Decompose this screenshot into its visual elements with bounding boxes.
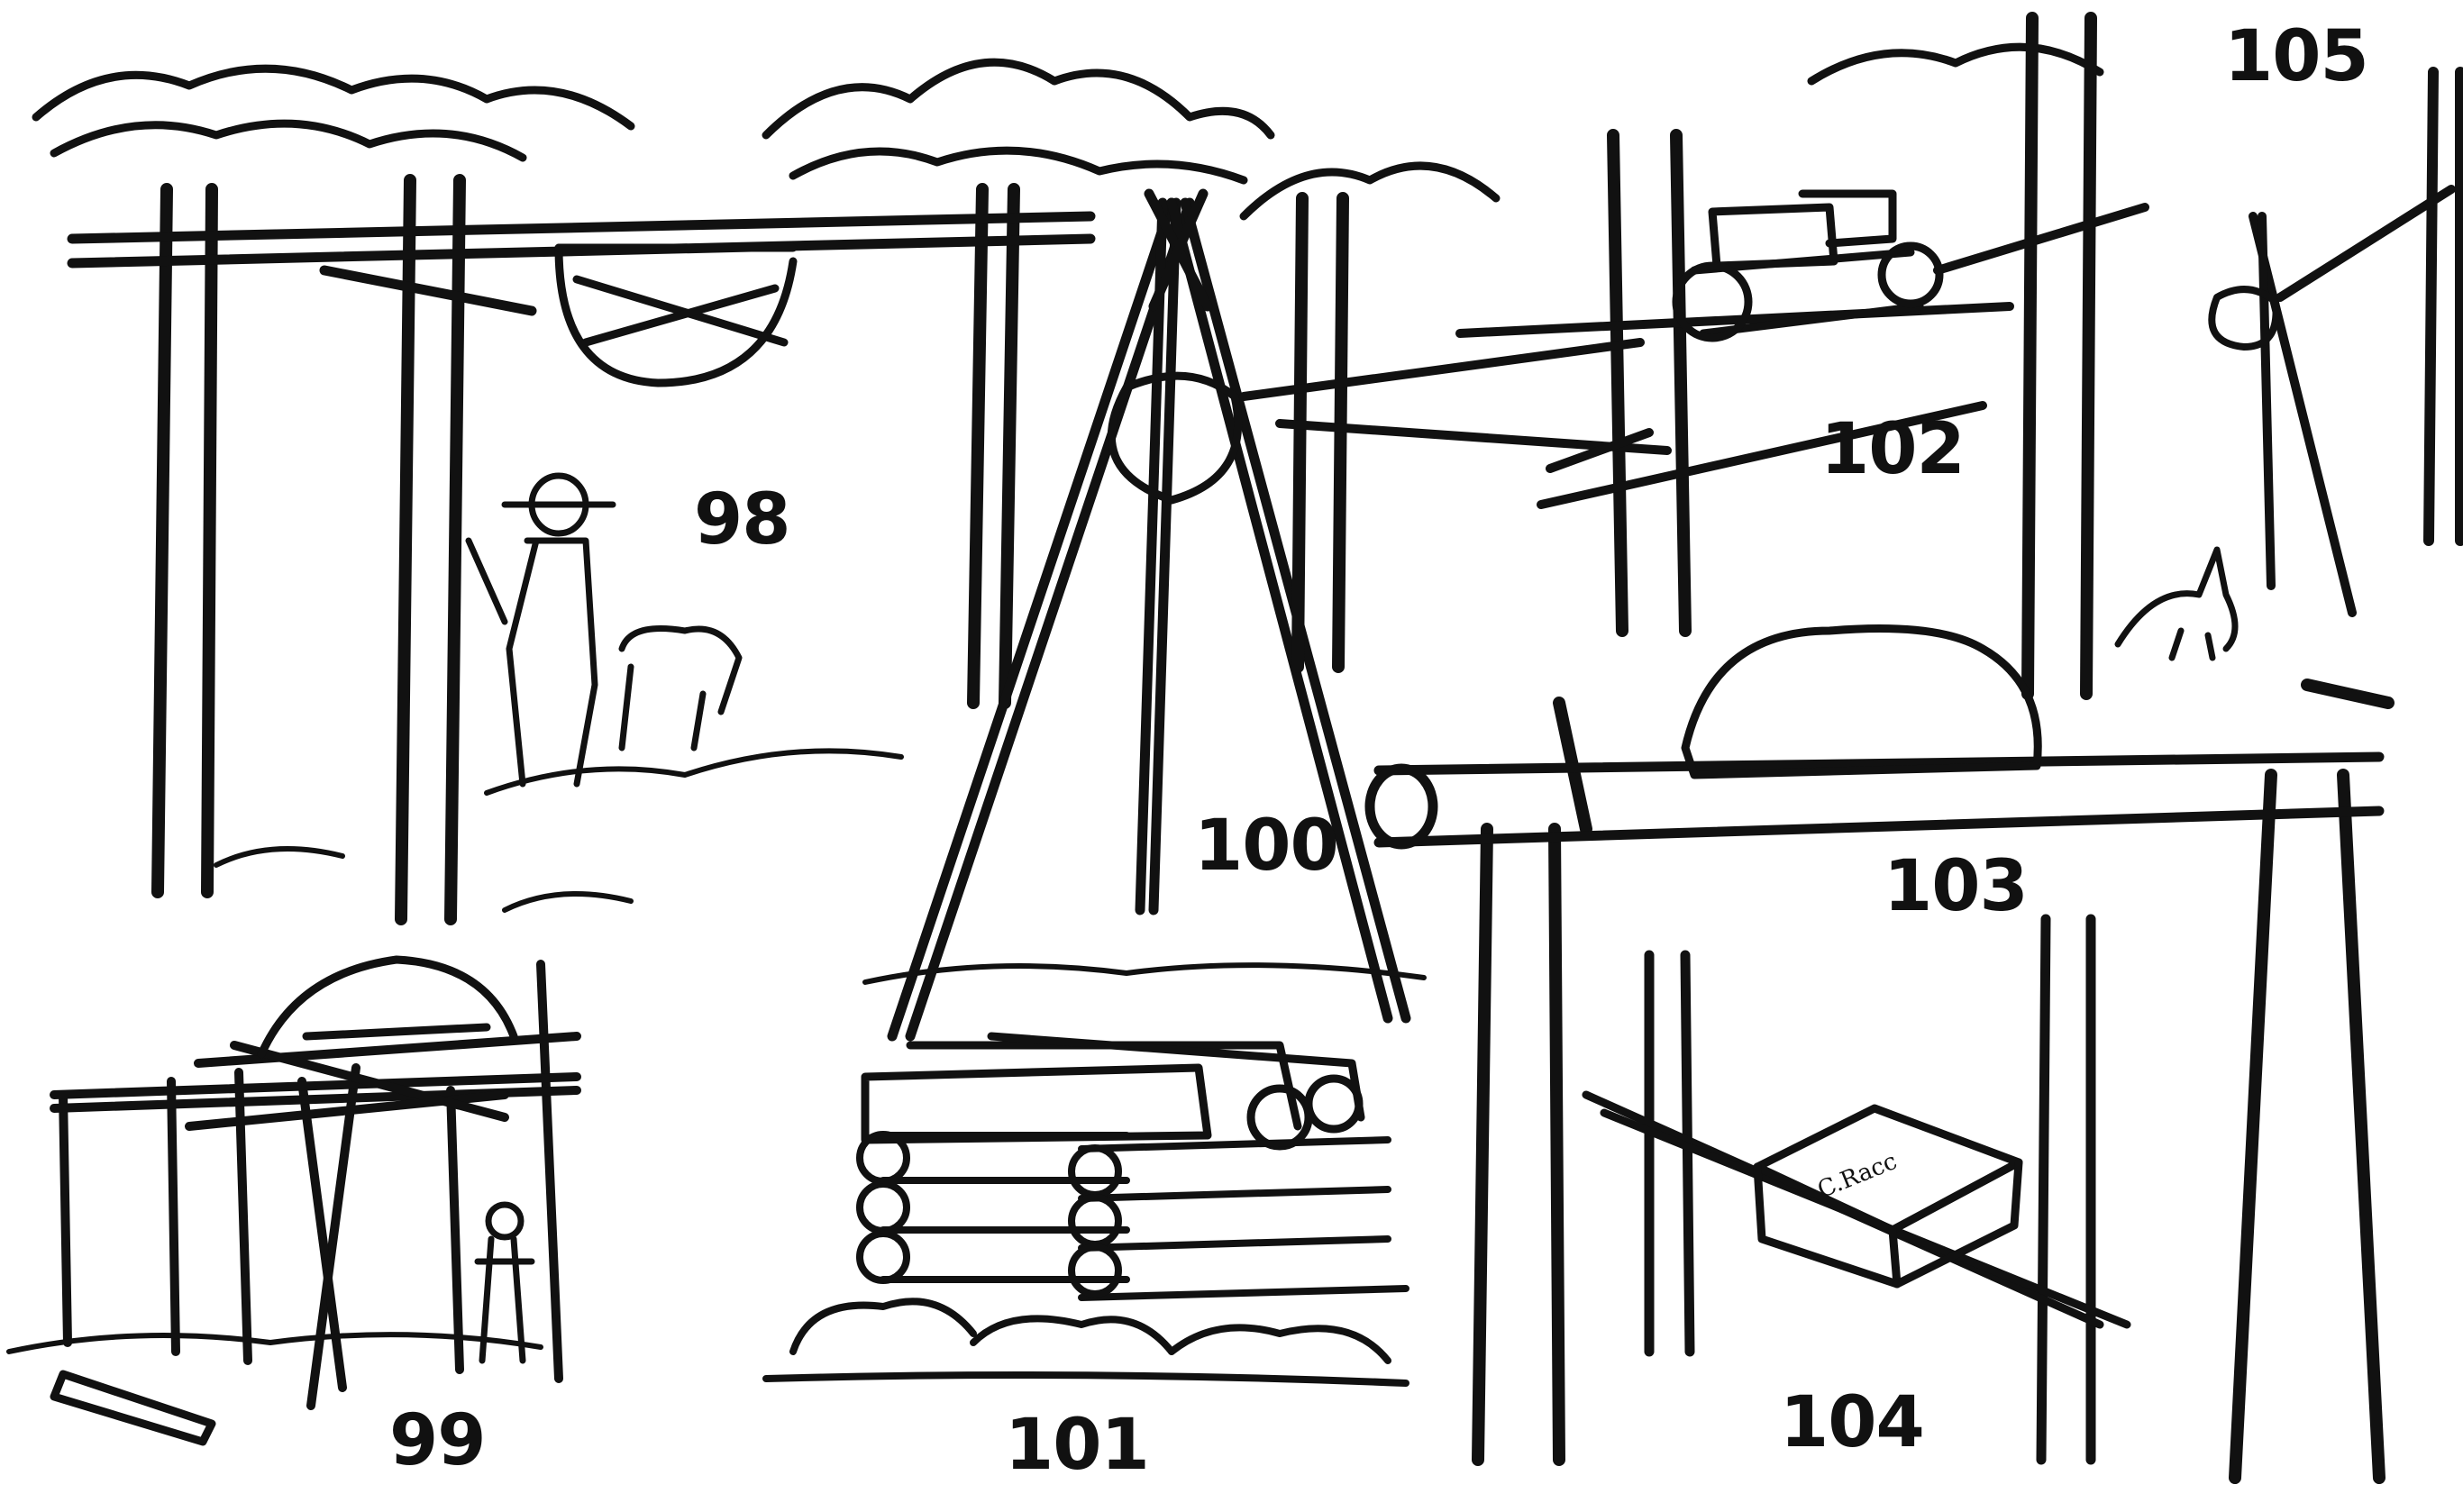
foundation-rocks	[762, 1298, 1409, 1387]
figure-98-cache-crossbar	[32, 58, 1275, 925]
covered-load	[257, 955, 518, 1059]
hide-bundle	[1681, 624, 2042, 779]
ground-grass	[214, 748, 904, 913]
fallen-log	[50, 1370, 216, 1446]
figure-105-cache-leaning-pole	[2114, 67, 2463, 661]
hanging-sack	[1107, 371, 1243, 505]
platform-deck	[50, 1032, 581, 1131]
figure-101-cache-log-crib	[762, 1032, 1409, 1387]
figure-104-cache-tree-box	[1582, 914, 2131, 1465]
top-logs	[861, 1032, 1365, 1151]
small-person	[474, 1201, 535, 1364]
tree-foliage	[32, 58, 1275, 185]
crossbar-log	[1364, 751, 2385, 850]
figure-102-cache-high-platform	[1239, 12, 2149, 700]
woodsman-figure	[465, 472, 616, 788]
hanging-food-bag	[554, 243, 798, 387]
figure-label-99: 99	[389, 1400, 487, 1481]
crib-logs	[856, 1131, 1409, 1301]
platform-poles	[59, 960, 563, 1410]
stacked-boxes	[1672, 189, 1944, 342]
figure-label-105: 105	[2224, 16, 2369, 97]
fox-figure	[2114, 546, 2239, 661]
ground-grass	[6, 1332, 543, 1354]
figure-label-100: 100	[1194, 806, 1339, 887]
ground-grass	[862, 962, 1427, 985]
tree-trunk	[2423, 67, 2463, 546]
figure-99-cache-platform	[6, 955, 581, 1446]
tripod-poles	[887, 188, 1411, 1042]
platform-frame	[1239, 203, 2149, 509]
figure-label-101: 101	[1005, 1405, 1150, 1486]
tree-trunks	[1291, 12, 2097, 700]
wooden-box	[1753, 1104, 2023, 1289]
figure-label-98: 98	[694, 479, 791, 560]
hanging-bundle	[2208, 286, 2280, 351]
crossbar-pole	[67, 211, 1096, 316]
figure-103-cache-log-crossbar	[1364, 624, 2395, 1484]
figure-label-103: 103	[1884, 846, 2029, 927]
leaning-pole	[2249, 185, 2456, 617]
tree-foliage	[1239, 42, 2104, 221]
figure-100-cache-tripod	[862, 188, 1427, 1042]
tree-trunks	[151, 174, 1020, 925]
tree-trunks	[1644, 914, 2096, 1465]
figure-label-102: 102	[1820, 409, 1966, 490]
dog-figure	[618, 625, 743, 751]
figure-label-104: 104	[1780, 1382, 1925, 1463]
forked-posts	[1472, 679, 2395, 1484]
